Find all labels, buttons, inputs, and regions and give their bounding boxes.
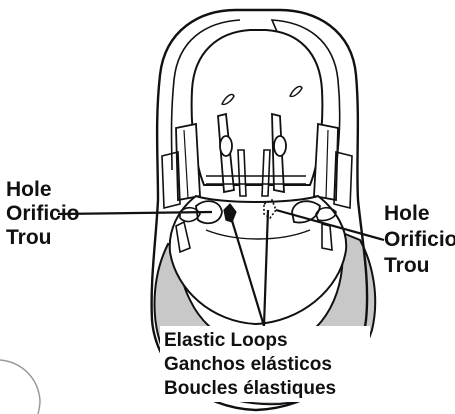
left-hole-label-es: Orificio bbox=[6, 202, 80, 225]
left-hole-label-en: Hole bbox=[6, 178, 52, 201]
right-lower-strap bbox=[262, 150, 270, 196]
elastic-label-es: Ganchos elásticos bbox=[164, 354, 332, 375]
left-lower-strap bbox=[238, 150, 246, 196]
elastic-label-fr: Boucles élastiques bbox=[164, 378, 336, 399]
corner-circle-fragment bbox=[0, 360, 40, 414]
right-hole-label-en: Hole bbox=[384, 202, 430, 225]
left-chest-clip bbox=[220, 136, 232, 156]
right-hole-label-es: Orificio bbox=[384, 228, 455, 251]
elastic-label-en: Elastic Loops bbox=[164, 330, 288, 351]
right-chest-clip bbox=[274, 136, 286, 156]
right-hole-label-fr: Trou bbox=[384, 254, 430, 277]
left-hole-label-fr: Trou bbox=[6, 226, 52, 249]
seat-back-pad bbox=[192, 30, 323, 185]
